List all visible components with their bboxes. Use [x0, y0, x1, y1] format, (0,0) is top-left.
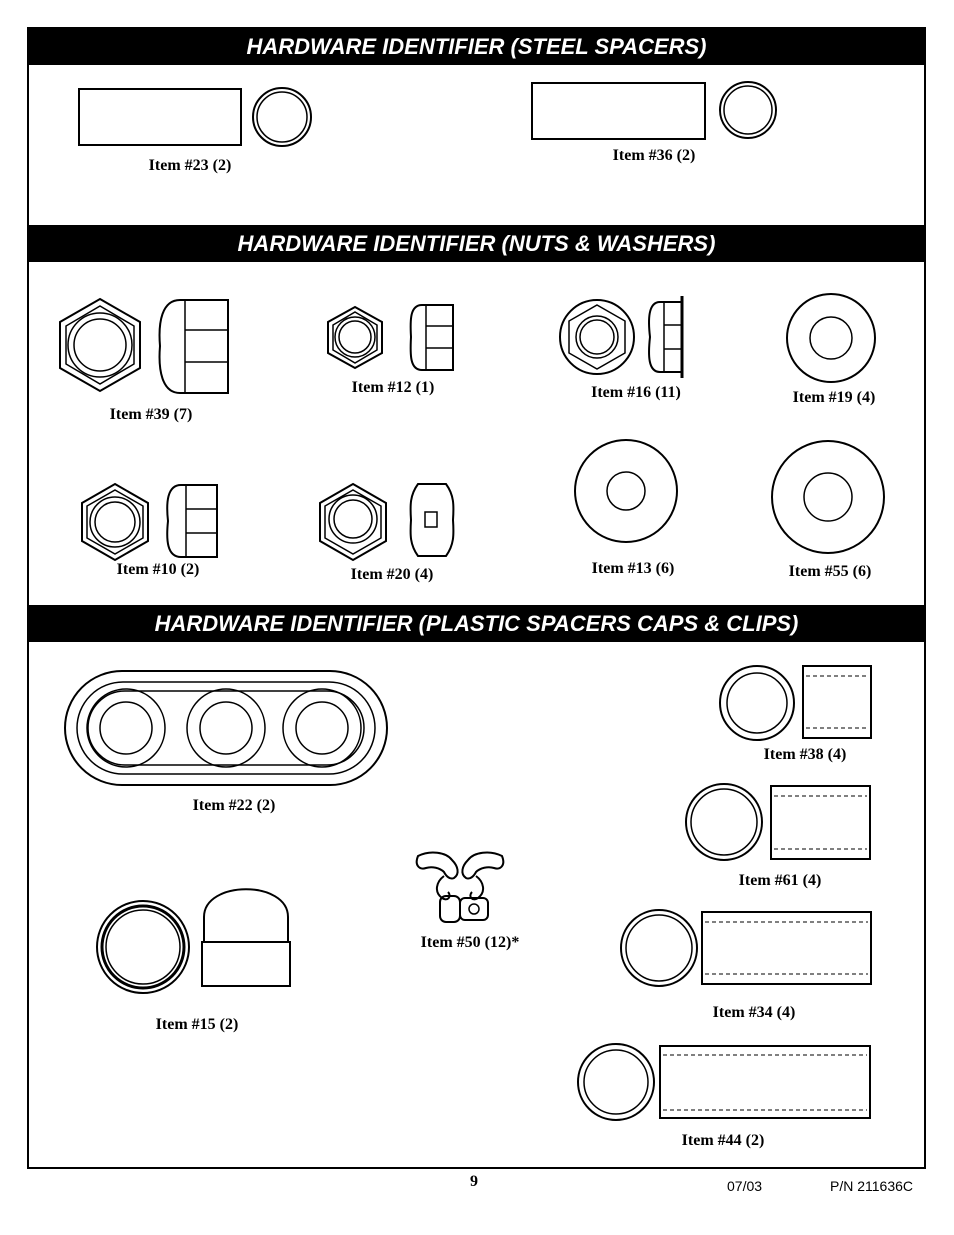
revision-date: 07/03 [727, 1178, 763, 1194]
item-61-illustration [685, 783, 871, 861]
item-39-illustration [59, 297, 229, 394]
item-38-illustration [719, 665, 872, 741]
item-15-illustration [96, 888, 291, 994]
page-number: 9 [470, 1173, 478, 1190]
item-12-label: Item #12 (1) [351, 379, 435, 396]
item-36-illustration [531, 81, 777, 140]
item-19-illustration [786, 293, 876, 383]
item-61-label: Item #61 (4) [738, 872, 822, 889]
item-13-illustration [574, 439, 678, 543]
item-10-illustration [81, 482, 218, 562]
item-23-illustration [78, 87, 312, 147]
item-38-label: Item #38 (4) [763, 746, 847, 763]
item-16-illustration [559, 296, 684, 378]
item-34-illustration [620, 909, 872, 987]
item-12-illustration [327, 304, 454, 371]
item-55-label: Item #55 (6) [788, 563, 872, 580]
item-10-label: Item #10 (2) [116, 561, 200, 578]
item-34-label: Item #34 (4) [712, 1004, 796, 1021]
item-19-label: Item #19 (4) [792, 389, 876, 406]
item-36-label: Item #36 (2) [612, 147, 696, 164]
item-50-label: Item #50 (12)* [420, 934, 520, 951]
item-20-illustration [319, 482, 455, 562]
item-55-illustration [771, 440, 885, 554]
item-44-illustration [577, 1043, 871, 1121]
item-13-label: Item #13 (6) [591, 560, 675, 577]
item-22-label: Item #22 (2) [192, 797, 276, 814]
section-header-plastic: HARDWARE IDENTIFIER (PLASTIC SPACERS CAP… [27, 605, 926, 642]
section-header-steel-spacers: HARDWARE IDENTIFIER (STEEL SPACERS) [27, 28, 926, 65]
section-header-nuts-washers: HARDWARE IDENTIFIER (NUTS & WASHERS) [27, 225, 926, 262]
item-23-label: Item #23 (2) [148, 157, 232, 174]
item-50-illustration [415, 851, 505, 923]
item-44-label: Item #44 (2) [681, 1132, 765, 1149]
item-20-label: Item #20 (4) [350, 566, 434, 583]
item-22-illustration [64, 670, 388, 786]
item-15-label: Item #15 (2) [155, 1016, 239, 1033]
item-16-label: Item #16 (11) [591, 384, 681, 401]
item-39-label: Item #39 (7) [109, 406, 193, 423]
part-number: P/N 211636C [830, 1178, 914, 1194]
